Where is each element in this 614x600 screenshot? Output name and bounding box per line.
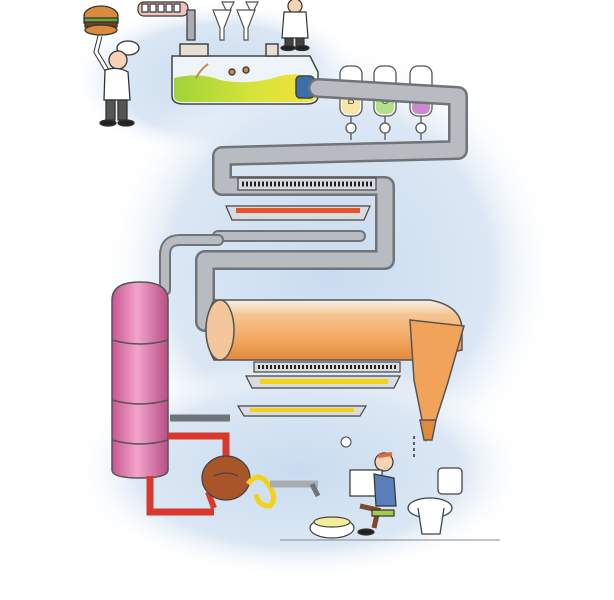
reading-man <box>349 452 397 536</box>
orange-tank <box>205 299 465 460</box>
burger-icon <box>83 5 119 36</box>
upper-heater <box>225 177 377 221</box>
toilet <box>407 467 463 535</box>
pink-tank <box>111 281 169 479</box>
lower-plumbing <box>146 432 321 516</box>
teeth-grinder <box>137 1 196 41</box>
scientist-figure <box>280 0 310 52</box>
glass-funnels <box>212 1 259 41</box>
pressure-gauge <box>340 436 352 448</box>
bottle-b-label: B <box>347 95 354 107</box>
pot <box>309 516 355 539</box>
pipe-network <box>159 78 468 332</box>
lower-heaters <box>170 361 401 422</box>
chef-figure <box>83 5 140 127</box>
